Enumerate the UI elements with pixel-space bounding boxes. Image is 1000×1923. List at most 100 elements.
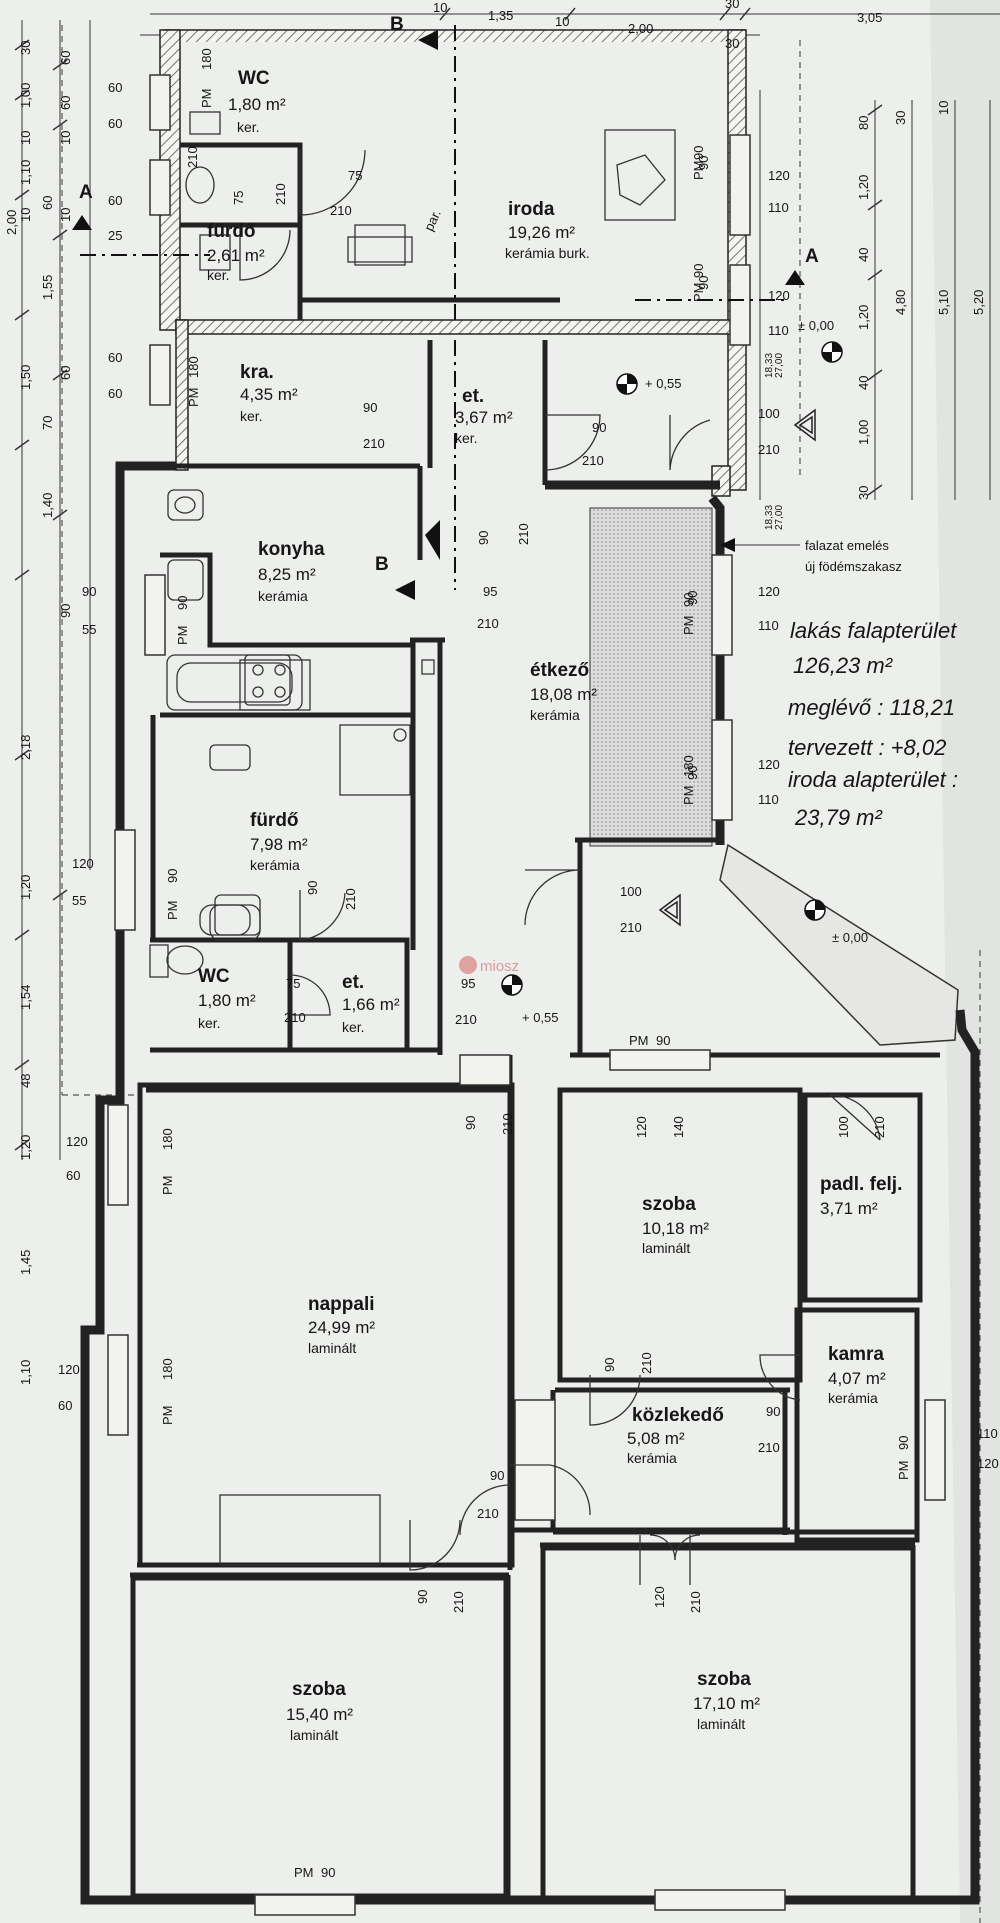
- svg-text:1,66 m²: 1,66 m²: [342, 995, 400, 1014]
- svg-text:10: 10: [18, 131, 33, 145]
- svg-text:fürdő: fürdő: [207, 221, 256, 242]
- svg-text:18,33: 18,33: [764, 353, 775, 378]
- svg-text:110: 110: [758, 792, 779, 807]
- svg-text:120: 120: [768, 288, 790, 303]
- svg-text:60: 60: [108, 350, 122, 365]
- svg-text:5,10: 5,10: [936, 290, 951, 315]
- svg-text:tervezett : +8,02: tervezett : +8,02: [788, 735, 946, 760]
- fixtures: [149, 111, 676, 1566]
- svg-text:210: 210: [343, 888, 358, 910]
- svg-text:1,54: 1,54: [18, 985, 33, 1010]
- svg-text:10,18 m²: 10,18 m²: [642, 1219, 709, 1238]
- svg-text:ker.: ker.: [237, 119, 260, 135]
- paper-shadow: [930, 0, 1000, 1923]
- svg-text:ker.: ker.: [198, 1015, 221, 1031]
- svg-text:180: 180: [160, 1358, 175, 1380]
- svg-text:2,18: 2,18: [18, 735, 33, 760]
- svg-text:WC: WC: [198, 966, 230, 987]
- svg-text:B: B: [390, 14, 404, 35]
- svg-text:közlekedő: közlekedő: [632, 1405, 724, 1426]
- svg-text:laminált: laminált: [697, 1716, 745, 1732]
- svg-text:30: 30: [725, 0, 739, 11]
- svg-text:140: 140: [671, 1116, 686, 1138]
- svg-text:210: 210: [582, 453, 604, 468]
- svg-text:PM: PM: [629, 1033, 649, 1048]
- svg-text:180: 180: [681, 755, 696, 777]
- svg-text:± 0,00: ± 0,00: [832, 930, 868, 945]
- svg-text:90: 90: [592, 420, 606, 435]
- level-markers: [501, 341, 843, 996]
- svg-text:PM: PM: [681, 786, 696, 806]
- svg-text:1,10: 1,10: [18, 1360, 33, 1385]
- svg-text:60: 60: [40, 196, 55, 210]
- svg-text:210: 210: [872, 1116, 887, 1138]
- boundary-lines: [61, 25, 981, 1923]
- svg-text:ker.: ker.: [455, 430, 478, 446]
- svg-text:PM: PM: [160, 1176, 175, 1196]
- svg-text:4,80: 4,80: [893, 290, 908, 315]
- svg-text:nappali: nappali: [308, 1294, 375, 1315]
- svg-text:60: 60: [58, 51, 73, 65]
- svg-text:110: 110: [768, 200, 789, 215]
- svg-text:90: 90: [896, 1436, 911, 1450]
- svg-text:WC: WC: [238, 68, 270, 89]
- svg-text:70: 70: [40, 416, 55, 430]
- svg-text:kerámia burk.: kerámia burk.: [505, 245, 590, 261]
- svg-text:180: 180: [199, 48, 214, 70]
- svg-text:60: 60: [108, 193, 122, 208]
- svg-text:1,55: 1,55: [40, 275, 55, 300]
- svg-text:szoba: szoba: [642, 1194, 696, 1215]
- svg-text:90: 90: [691, 146, 706, 160]
- right-dimension-labels: 80 30 10 1,20 40 1,20 4,80 5,10 5,20 40 …: [764, 101, 986, 530]
- svg-text:PM: PM: [199, 89, 214, 109]
- svg-text:95: 95: [461, 976, 475, 991]
- svg-text:18,33: 18,33: [764, 505, 775, 530]
- svg-text:210: 210: [273, 183, 288, 205]
- svg-text:kerámia: kerámia: [530, 707, 580, 723]
- svg-text:+ 0,55: + 0,55: [645, 376, 682, 391]
- svg-text:90: 90: [363, 400, 377, 415]
- svg-text:1,00: 1,00: [18, 83, 33, 108]
- svg-text:17,10 m²: 17,10 m²: [693, 1694, 760, 1713]
- svg-text:110: 110: [768, 323, 789, 338]
- svg-text:iroda: iroda: [508, 199, 555, 220]
- svg-text:60: 60: [58, 96, 73, 110]
- svg-text:3,67 m²: 3,67 m²: [455, 408, 513, 427]
- svg-text:120: 120: [758, 584, 780, 599]
- svg-text:kerámia: kerámia: [828, 1390, 878, 1406]
- svg-text:meglévő : 118,21: meglévő : 118,21: [788, 695, 955, 720]
- svg-text:27,00: 27,00: [774, 353, 785, 378]
- svg-text:10: 10: [58, 208, 73, 222]
- opening-dimensions: 60 60 60 60 75 210 75 210 210 90 120 110…: [58, 80, 999, 1613]
- svg-text:kerámia: kerámia: [250, 857, 300, 873]
- svg-text:210: 210: [185, 146, 200, 168]
- svg-text:PM: PM: [160, 1406, 175, 1426]
- svg-text:2,00: 2,00: [628, 21, 653, 36]
- svg-text:75: 75: [348, 168, 362, 183]
- svg-text:1,20: 1,20: [856, 305, 871, 330]
- svg-text:1,20: 1,20: [18, 875, 33, 900]
- svg-text:étkező: étkező: [530, 660, 589, 681]
- svg-text:90: 90: [463, 1116, 478, 1130]
- svg-text:7,98 m²: 7,98 m²: [250, 835, 308, 854]
- entrance-arrows: [658, 408, 816, 927]
- svg-text:új födémszakasz: új födémszakasz: [805, 559, 902, 574]
- svg-text:55: 55: [82, 622, 96, 637]
- svg-text:126,23 m²: 126,23 m²: [793, 653, 893, 678]
- svg-text:1,20: 1,20: [18, 1135, 33, 1160]
- svg-text:2,61 m²: 2,61 m²: [207, 246, 265, 265]
- svg-text:PM: PM: [681, 616, 696, 636]
- svg-text:55: 55: [72, 893, 86, 908]
- svg-text:kerámia: kerámia: [258, 588, 308, 604]
- svg-text:210: 210: [477, 616, 499, 631]
- svg-text:5,20: 5,20: [971, 290, 986, 315]
- svg-text:90: 90: [82, 584, 96, 599]
